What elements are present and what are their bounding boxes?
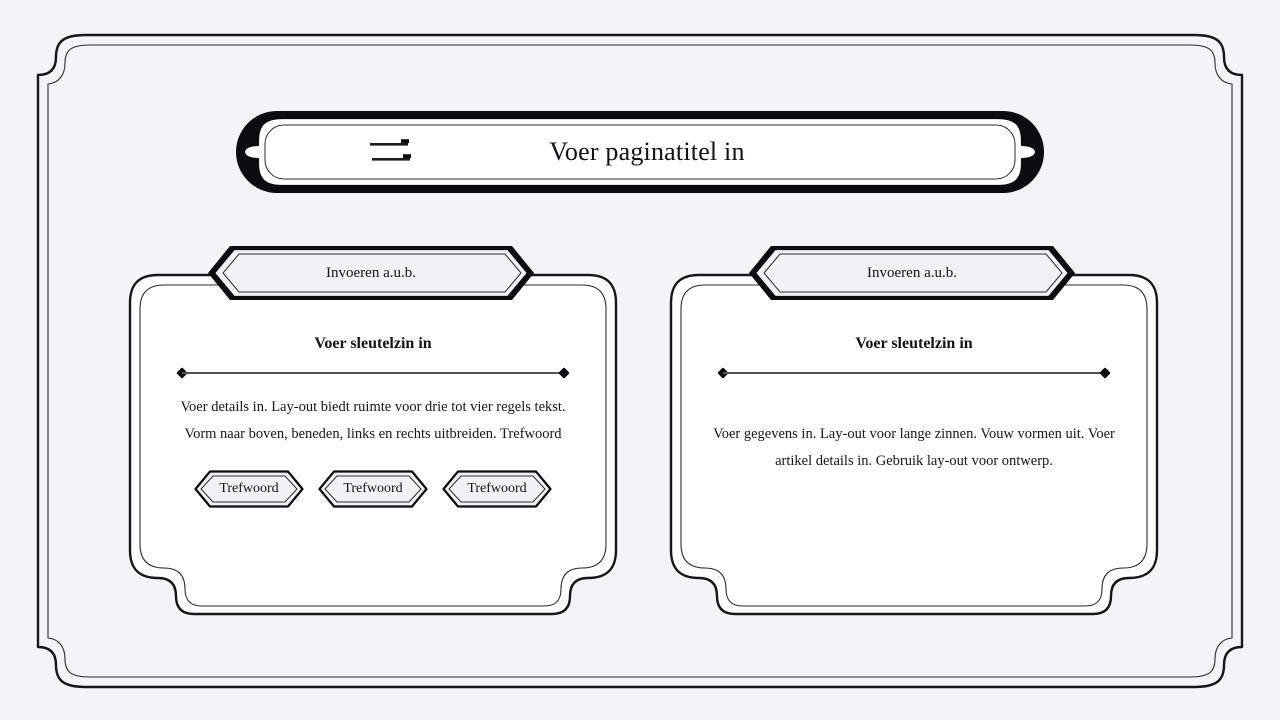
page-title: Voer paginatitel in: [549, 137, 745, 166]
card-right-banner[interactable]: Invoeren a.u.b.: [747, 244, 1077, 302]
keyword-chip[interactable]: Trefwoord: [194, 470, 304, 508]
card-left-heading: Voer sleutelzin in: [314, 335, 432, 352]
card-left-body: Voer sleutelzin in Voer details in. Lay-…: [124, 320, 622, 508]
card-left-divider: [176, 367, 570, 379]
chip-hexagon-shape: [318, 470, 428, 508]
card-left-chip-list: Trefwoord Trefwoord Trefwoord: [156, 470, 590, 508]
banner-hexagon-shape: [749, 246, 1075, 300]
two-lines-arrow-icon: [368, 135, 414, 169]
keyword-chip[interactable]: Trefwoord: [318, 470, 428, 508]
keyword-chip-label: Trefwoord: [343, 481, 403, 497]
chip-hexagon-shape: [194, 470, 304, 508]
keyword-chip-label: Trefwoord: [467, 481, 527, 497]
card-right-banner-label: Invoeren a.u.b.: [867, 264, 957, 281]
divider-line: [723, 372, 1105, 374]
card-right-text: Voer gegevens in. Lay-out voor lange zin…: [713, 426, 1115, 470]
title-bar-shape: [236, 111, 1044, 193]
card-right-body: Voer sleutelzin in Voer gegevens in. Lay…: [665, 320, 1163, 475]
banner-hexagon-shape: [208, 246, 534, 300]
card-left-shape: [128, 273, 618, 616]
card-left-banner[interactable]: Invoeren a.u.b.: [206, 244, 536, 302]
divider-line: [182, 372, 564, 374]
card-right-shape: [669, 273, 1159, 616]
card-right-divider: [717, 367, 1111, 379]
divider-dot-right: [558, 367, 570, 379]
divider-dot-right: [1099, 367, 1111, 379]
keyword-chip[interactable]: Trefwoord: [442, 470, 552, 508]
card-right-heading: Voer sleutelzin in: [855, 335, 973, 352]
card-left-banner-label: Invoeren a.u.b.: [326, 264, 416, 281]
page-title-bar[interactable]: Voer paginatitel in: [234, 109, 1046, 195]
content-card-left[interactable]: Invoeren a.u.b. Voer sleutelzin in Voer …: [124, 246, 622, 617]
decorative-outer-frame: [34, 31, 1246, 691]
chip-hexagon-shape: [442, 470, 552, 508]
card-left-text: Voer details in. Lay-out biedt ruimte vo…: [180, 399, 566, 443]
content-card-right[interactable]: Invoeren a.u.b. Voer sleutelzin in Voer …: [665, 246, 1163, 617]
keyword-chip-label: Trefwoord: [219, 481, 279, 497]
